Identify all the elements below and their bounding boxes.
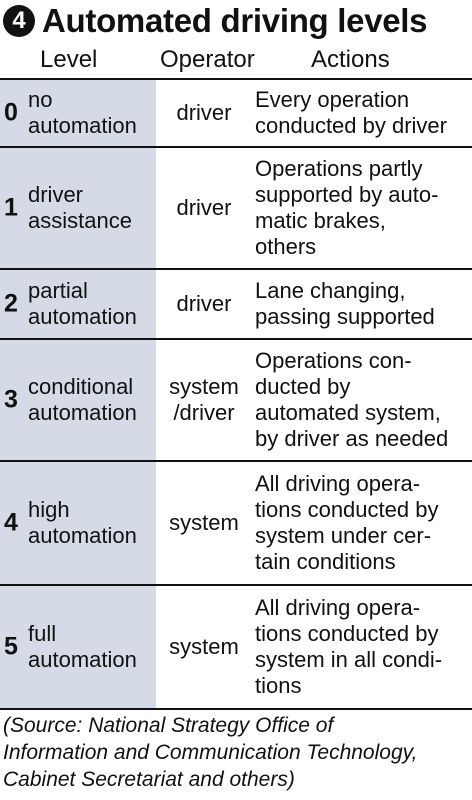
column-headers: Level Operator Actions [0,42,472,78]
page-title: Automated driving levels [42,2,428,39]
actions-cell: Operations con- ducted by automated syst… [255,348,449,451]
operator-cell: driver [176,100,232,125]
actions-cell: Every operation conducted by driver [255,87,447,138]
level-cell-bg [0,462,156,584]
table-row: 4 high automation system All driving ope… [0,462,472,586]
level-number: 5 [4,632,18,661]
actions-cell: Operations partly supported by auto- mat… [255,156,439,259]
actions-cell: Lane changing, passing supported [255,278,435,329]
number-badge: 4 [3,5,35,37]
source-note: (Source: National Strategy Office of Inf… [3,714,418,791]
level-cell-bg [0,148,156,268]
level-name: partial automation [28,278,137,329]
level-number: 2 [4,289,18,318]
actions-cell: All driving opera- tions conducted by sy… [255,471,439,574]
header-actions: Actions [311,46,390,73]
title-row: 4 Automated driving levels [0,0,472,42]
level-cell-bg [0,340,156,460]
header-operator: Operator [160,46,255,73]
level-number: 0 [4,98,18,127]
operator-cell: system /driver [169,374,239,425]
level-number: 4 [4,508,18,537]
level-name: no automation [28,87,137,138]
levels-table: 0 no automation driver Every operation c… [0,78,472,710]
level-name: conditional automation [28,374,137,425]
level-cell-bg [0,586,156,708]
level-name: driver assistance [28,182,132,233]
header-level: Level [40,46,98,73]
level-name: full automation [28,621,137,672]
level-number: 1 [4,193,18,222]
level-cell-bg [0,80,156,146]
table-row: 2 partial automation driver Lane changin… [0,270,472,340]
level-name: high automation [28,497,137,548]
actions-cell: All driving opera- tions conducted by sy… [255,595,443,698]
operator-cell: system [169,510,239,535]
table-row: 5 full automation system All driving ope… [0,586,472,710]
operator-cell: driver [176,291,232,316]
table-row: 1 driver assistance driver Operations pa… [0,148,472,270]
table-row: 3 conditional automation system /driver … [0,340,472,462]
level-number: 3 [4,385,18,414]
operator-cell: system [169,634,239,659]
table-row: 0 no automation driver Every operation c… [0,80,472,148]
operator-cell: driver [176,195,232,220]
level-cell-bg [0,270,156,338]
